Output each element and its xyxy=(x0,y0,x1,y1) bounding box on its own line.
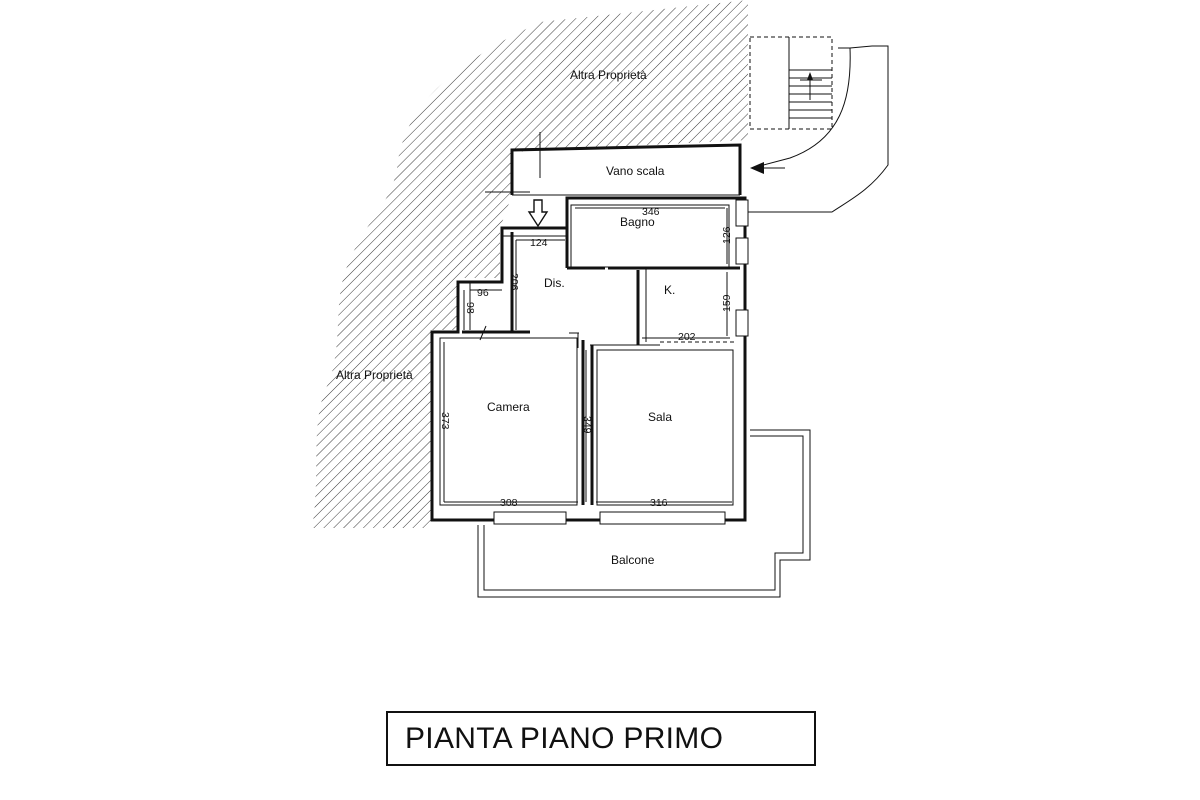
kitchen-label: K. xyxy=(664,283,675,297)
dim-dis-depth: 206 xyxy=(508,273,520,291)
interior-walls xyxy=(439,198,740,506)
apartment-outer-walls xyxy=(430,196,747,522)
stairwell-room xyxy=(485,132,742,196)
neighbor-label-top: Altra Proprietà xyxy=(570,68,647,82)
bedroom-label: Camera xyxy=(487,400,530,414)
dim-camera-depth: 373 xyxy=(439,412,451,430)
neighbor-property-hatch xyxy=(312,0,748,528)
apartment-entry-arrow xyxy=(527,199,549,228)
dim-entry-width: 124 xyxy=(530,237,548,249)
dim-closet-width: 96 xyxy=(477,287,489,299)
dim-camera-width: 308 xyxy=(500,497,518,509)
exterior-stair xyxy=(749,36,833,130)
hallway-label: Dis. xyxy=(544,276,565,290)
dim-kitchen-depth: 159 xyxy=(721,294,733,312)
stairwell-label: Vano scala xyxy=(606,164,665,178)
balcony-doors xyxy=(493,511,726,525)
drawing-title: PIANTA PIANO PRIMO xyxy=(386,711,816,766)
living-label: Sala xyxy=(648,410,672,424)
dim-kitchen-width: 202 xyxy=(678,331,696,343)
neighbor-label-left: Altra Proprietà xyxy=(336,368,413,382)
bathroom-label: Bagno xyxy=(620,215,655,229)
dimension-lines xyxy=(443,207,732,503)
exterior-path xyxy=(748,45,889,213)
balcony-label: Balcone xyxy=(611,553,655,567)
dim-sala-width: 316 xyxy=(650,497,668,509)
stair-entry-arrow xyxy=(750,162,785,174)
right-wall-windows xyxy=(735,199,749,337)
balcony xyxy=(477,429,811,598)
dim-bagno-depth: 126 xyxy=(721,226,733,244)
dim-bagno-width: 346 xyxy=(642,206,660,218)
dim-sala-depth: 349 xyxy=(581,416,593,434)
dim-closet-depth: 98 xyxy=(464,302,476,314)
